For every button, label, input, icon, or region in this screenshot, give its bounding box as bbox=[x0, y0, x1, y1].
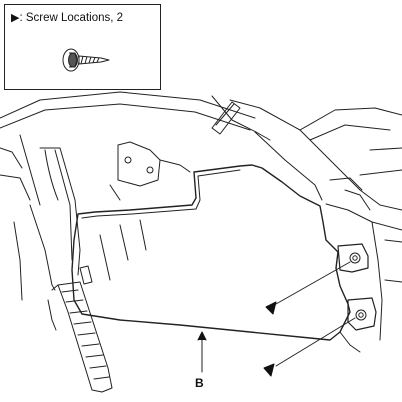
leader-lines bbox=[201, 261, 356, 373]
pedal-bracket bbox=[13, 147, 81, 301]
dashboard-structure bbox=[0, 91, 402, 211]
callout-label-b: B bbox=[195, 376, 204, 390]
screw-icon bbox=[62, 48, 110, 72]
right-structure bbox=[325, 177, 402, 353]
cover-panel-b bbox=[71, 164, 351, 341]
upper-bracket bbox=[211, 101, 241, 135]
legend-text: : Screw Locations, 2 bbox=[19, 12, 124, 24]
legend-label: ▶: Screw Locations, 2 bbox=[11, 11, 123, 24]
upper-screw-bracket bbox=[337, 243, 369, 273]
triangle-marker-icon: ▶ bbox=[11, 12, 20, 24]
lower-screw-bracket bbox=[347, 297, 377, 331]
panel-tab bbox=[79, 265, 93, 285]
upper-mounts bbox=[109, 141, 191, 201]
accelerator-pedal bbox=[47, 281, 113, 393]
screw-marker-2 bbox=[263, 363, 275, 377]
legend-box: ▶: Screw Locations, 2 bbox=[4, 4, 161, 90]
screw-marker-1 bbox=[265, 301, 277, 315]
callout-b-arrow bbox=[197, 331, 207, 341]
